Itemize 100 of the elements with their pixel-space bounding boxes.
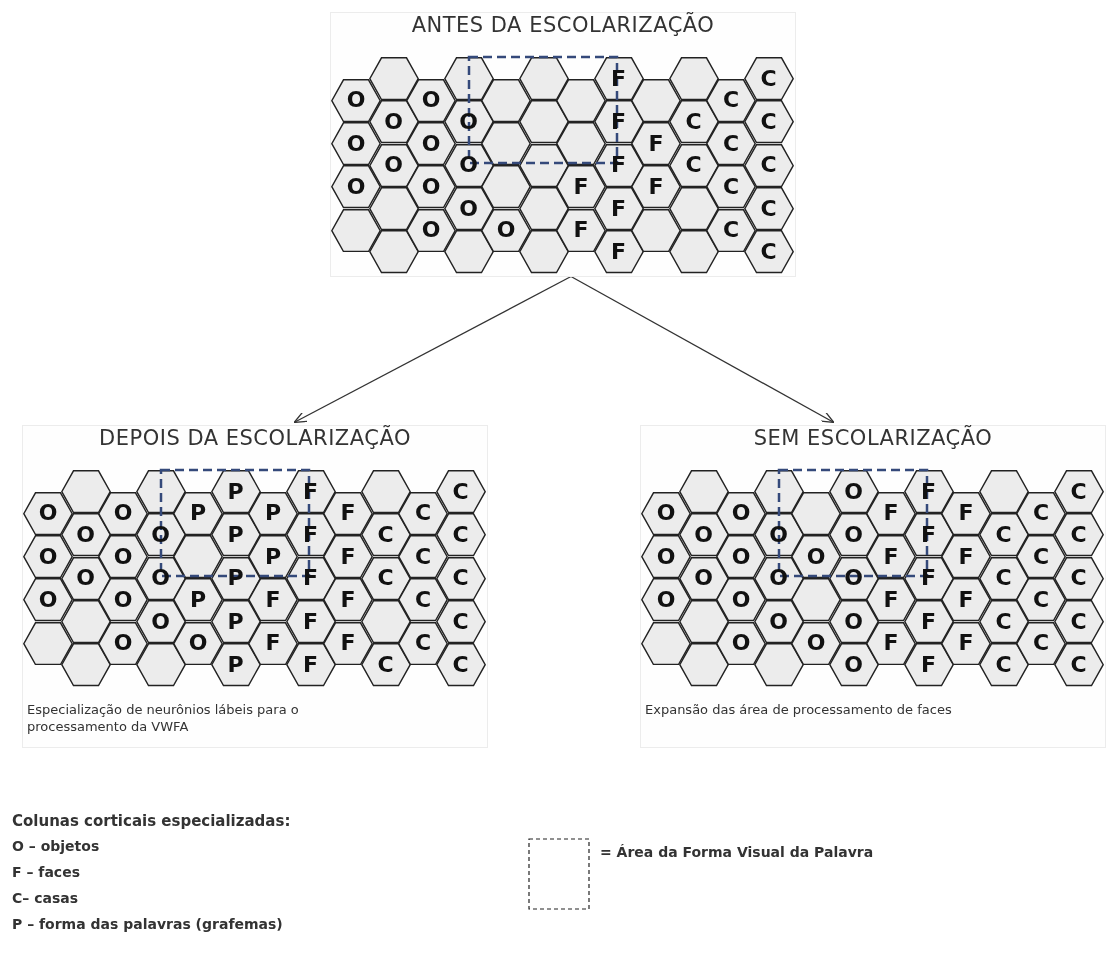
cell-letter: C — [994, 523, 1013, 546]
cell-letter: F — [920, 610, 937, 633]
cell-letter: C — [451, 653, 470, 676]
hexagon-cell — [631, 121, 681, 166]
hexagon-cell — [593, 186, 644, 231]
panel-caption: Especialização de neurônios lábeis para o processamento da VWFA — [27, 700, 300, 736]
hexagon-cell — [903, 643, 954, 687]
hexagon-cell — [593, 230, 644, 274]
cell-letter: F — [957, 632, 975, 655]
cell-letter: P — [188, 588, 208, 611]
cell-letter: O — [730, 588, 752, 611]
cell-letter: C — [1069, 610, 1088, 633]
hexagon-cell — [866, 621, 916, 665]
cell-letter: C — [994, 610, 1013, 633]
cell-letter: O — [37, 588, 59, 611]
cell-letter: F — [882, 502, 900, 525]
hexagon-cell — [481, 78, 531, 122]
legend-entry: O – objetos — [12, 838, 100, 854]
hexagon-cell — [518, 100, 569, 144]
panel-title: DEPOIS DA ESCOLARIZAÇÃO — [98, 426, 412, 450]
cell-letter: C — [721, 219, 741, 242]
hexagon-cell — [978, 470, 1029, 514]
hexagon-cell — [23, 621, 73, 665]
cell-letter: C — [451, 610, 470, 633]
hexagon-cell — [1016, 578, 1066, 622]
hexagon-cell — [1053, 643, 1104, 687]
hexagon-cell — [1016, 491, 1066, 535]
cell-letter: F — [572, 219, 590, 242]
hexagon-cell — [248, 621, 298, 665]
cell-letter: F — [302, 610, 319, 633]
cell-letter: C — [413, 588, 433, 611]
hexagon-cell — [360, 599, 411, 644]
hexagon-cell — [398, 621, 448, 665]
hexagon-cell — [135, 470, 186, 514]
cell-letter: O — [458, 154, 479, 177]
hexagon-cell — [173, 534, 223, 579]
cell-letter: F — [920, 523, 937, 546]
cell-letter: O — [112, 502, 134, 525]
hexagon-cell — [791, 491, 841, 535]
hexagon-cell — [398, 491, 448, 535]
hexagon-cell — [706, 78, 756, 122]
cell-letter: F — [302, 523, 319, 546]
hexagon-cell — [1053, 599, 1104, 644]
hexagon-cell — [941, 621, 991, 665]
cell-letter: O — [458, 110, 479, 133]
cell-letter: O — [730, 502, 752, 525]
hexagon-cell — [285, 470, 336, 514]
hexagon-cell — [668, 230, 719, 274]
cell-letter: O — [768, 567, 789, 590]
cell-letter: C — [451, 523, 470, 546]
hexagon-cell — [1053, 556, 1104, 600]
cell-letter: O — [843, 567, 864, 590]
cell-letter: O — [730, 545, 752, 568]
cell-letter: O — [150, 610, 171, 633]
diagram-panel — [640, 425, 1106, 748]
cell-letter: P — [226, 610, 245, 633]
cell-letter: F — [957, 588, 975, 611]
hexagon-cell — [435, 599, 486, 644]
cell-letter: C — [721, 175, 741, 198]
cell-letter: O — [420, 132, 442, 155]
cell-letter: O — [730, 632, 752, 655]
cell-letter: F — [647, 132, 665, 155]
hexagon-cell — [481, 121, 531, 166]
hexagon-cell — [248, 491, 298, 535]
cell-letter: C — [759, 67, 778, 90]
hexagon-cell — [173, 491, 223, 535]
hexagon-cell — [678, 599, 729, 644]
cell-letter: F — [302, 480, 319, 503]
cell-letter: O — [345, 132, 367, 155]
hexagon-cell — [435, 556, 486, 600]
cell-letter: O — [187, 632, 209, 655]
cell-letter: O — [843, 480, 864, 503]
cell-letter: F — [957, 545, 975, 568]
cell-letter: O — [655, 545, 677, 568]
hexagon-cell — [398, 534, 448, 579]
legend-entry: F – faces — [12, 864, 80, 880]
hexagon-cell — [556, 208, 606, 252]
hexagon-cell — [368, 57, 419, 101]
hexagon-cell — [323, 491, 373, 535]
cell-letter: O — [383, 110, 404, 133]
cell-letter: F — [882, 588, 900, 611]
cell-letter: P — [226, 480, 245, 503]
hexagon-cell — [706, 121, 756, 166]
cell-letter: C — [994, 567, 1013, 590]
cell-letter: O — [805, 545, 827, 568]
hexagon-cell — [398, 578, 448, 622]
cell-letter: O — [345, 89, 367, 112]
hexagon-cell — [556, 121, 606, 166]
cell-letter: P — [263, 545, 283, 568]
hexagon-cell — [1053, 470, 1104, 514]
cell-letter: F — [264, 632, 282, 655]
cell-letter: C — [684, 154, 703, 177]
cell-letter: O — [112, 588, 134, 611]
hexagon-cell — [435, 643, 486, 687]
hexagon-cell — [518, 143, 569, 187]
hexagon-cell — [435, 470, 486, 514]
cell-letter: O — [693, 567, 714, 590]
hexagon-cell — [210, 470, 261, 514]
hexagon-cell — [668, 186, 719, 231]
cell-letter: F — [920, 653, 937, 676]
